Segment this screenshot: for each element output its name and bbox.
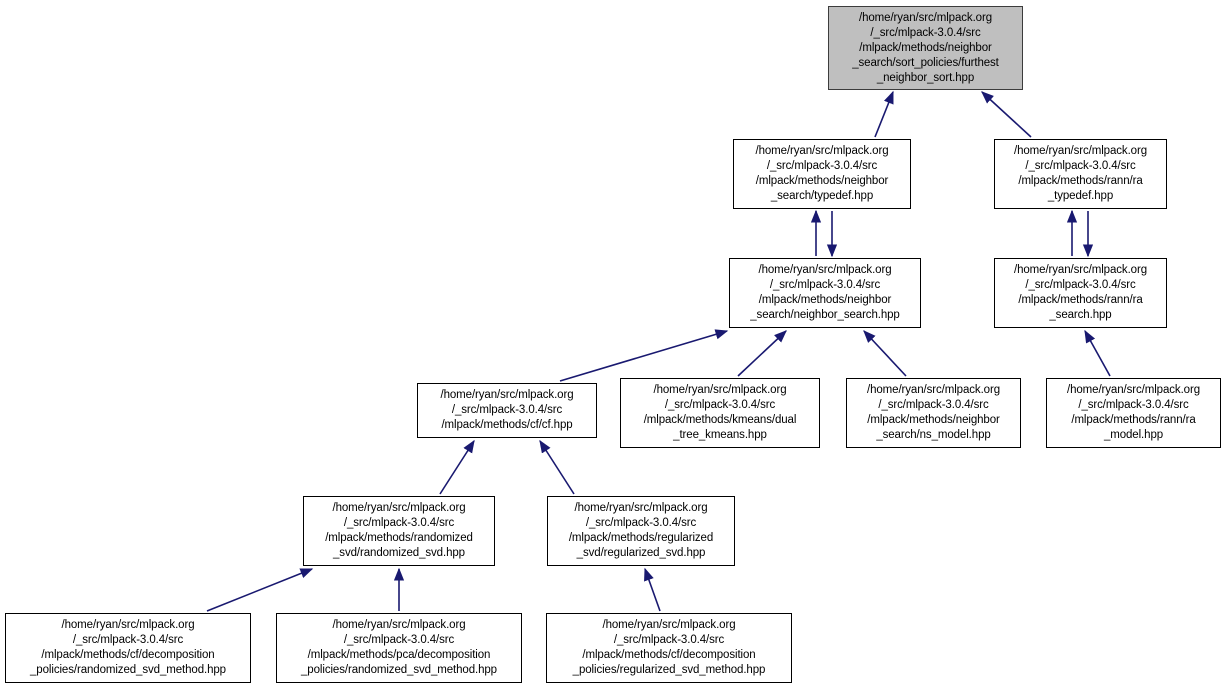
node-cf[interactable]: /home/ryan/src/mlpack.org /_src/mlpack-3… bbox=[417, 383, 597, 438]
node-label-regularized_svd: /home/ryan/src/mlpack.org /_src/mlpack-3… bbox=[568, 502, 714, 559]
node-pca_randomized_svd_method[interactable]: /home/ryan/src/mlpack.org /_src/mlpack-3… bbox=[276, 613, 522, 683]
node-label-cf_regularized_svd_method: /home/ryan/src/mlpack.org /_src/mlpack-3… bbox=[572, 619, 766, 676]
node-label-ra_typedef: /home/ryan/src/mlpack.org /_src/mlpack-3… bbox=[1014, 145, 1147, 202]
node-ns_typedef[interactable]: /home/ryan/src/mlpack.org /_src/mlpack-3… bbox=[733, 139, 911, 209]
edge-dual_tree_kmeans-to-neighbor_search bbox=[737, 330, 787, 377]
node-label-pca_randomized_svd_method: /home/ryan/src/mlpack.org /_src/mlpack-3… bbox=[301, 619, 497, 676]
node-neighbor_search[interactable]: /home/ryan/src/mlpack.org /_src/mlpack-3… bbox=[729, 258, 921, 328]
node-regularized_svd[interactable]: /home/ryan/src/mlpack.org /_src/mlpack-3… bbox=[547, 496, 735, 566]
node-ra_search[interactable]: /home/ryan/src/mlpack.org /_src/mlpack-3… bbox=[994, 258, 1167, 328]
node-cf_regularized_svd_method[interactable]: /home/ryan/src/mlpack.org /_src/mlpack-3… bbox=[546, 613, 792, 683]
edge-cf_randomized_svd_method-to-randomized_svd bbox=[206, 568, 314, 612]
node-label-randomized_svd: /home/ryan/src/mlpack.org /_src/mlpack-3… bbox=[325, 502, 473, 559]
node-ra_model[interactable]: /home/ryan/src/mlpack.org /_src/mlpack-3… bbox=[1046, 378, 1221, 448]
node-randomized_svd[interactable]: /home/ryan/src/mlpack.org /_src/mlpack-3… bbox=[303, 496, 495, 566]
node-label-dual_tree_kmeans: /home/ryan/src/mlpack.org /_src/mlpack-3… bbox=[643, 384, 797, 441]
edge-cf_regularized_svd_method-to-regularized_svd bbox=[644, 567, 661, 612]
node-label-neighbor_search: /home/ryan/src/mlpack.org /_src/mlpack-3… bbox=[750, 264, 900, 321]
edge-ra_typedef-to-furthest_neighbor_sort bbox=[981, 91, 1032, 138]
edge-randomized_svd-to-cf bbox=[439, 439, 475, 495]
node-label-furthest_neighbor_sort: /home/ryan/src/mlpack.org /_src/mlpack-3… bbox=[852, 11, 999, 84]
edge-ra_model-to-ra_search bbox=[1084, 329, 1111, 377]
node-label-ra_model: /home/ryan/src/mlpack.org /_src/mlpack-3… bbox=[1067, 384, 1200, 441]
edge-ns_typedef-to-furthest_neighbor_sort bbox=[874, 90, 894, 138]
edge-regularized_svd-to-cf bbox=[539, 439, 575, 495]
node-ns_model[interactable]: /home/ryan/src/mlpack.org /_src/mlpack-3… bbox=[846, 378, 1021, 448]
node-label-cf_randomized_svd_method: /home/ryan/src/mlpack.org /_src/mlpack-3… bbox=[30, 619, 226, 676]
node-dual_tree_kmeans[interactable]: /home/ryan/src/mlpack.org /_src/mlpack-3… bbox=[620, 378, 820, 448]
edge-ns_model-to-neighbor_search bbox=[863, 330, 907, 377]
node-label-ns_typedef: /home/ryan/src/mlpack.org /_src/mlpack-3… bbox=[755, 145, 889, 202]
node-cf_randomized_svd_method[interactable]: /home/ryan/src/mlpack.org /_src/mlpack-3… bbox=[5, 613, 251, 683]
node-ra_typedef[interactable]: /home/ryan/src/mlpack.org /_src/mlpack-3… bbox=[994, 139, 1167, 209]
edge-cf-to-neighbor_search bbox=[559, 329, 729, 382]
node-label-ra_search: /home/ryan/src/mlpack.org /_src/mlpack-3… bbox=[1014, 264, 1147, 321]
node-furthest_neighbor_sort[interactable]: /home/ryan/src/mlpack.org /_src/mlpack-3… bbox=[828, 6, 1023, 90]
node-label-cf: /home/ryan/src/mlpack.org /_src/mlpack-3… bbox=[440, 389, 574, 431]
node-label-ns_model: /home/ryan/src/mlpack.org /_src/mlpack-3… bbox=[867, 384, 1000, 441]
